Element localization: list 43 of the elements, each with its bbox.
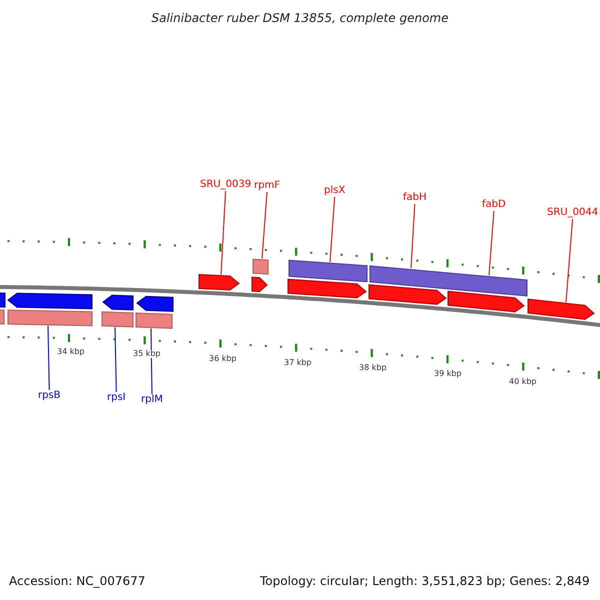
gene-label: SRU_0044 — [547, 208, 598, 218]
scale-label: 39 kbp — [433, 370, 463, 378]
leader-line — [410, 204, 416, 269]
gene-bar — [252, 258, 268, 275]
leader-line — [330, 196, 336, 262]
leader-line — [150, 328, 152, 394]
leader-line — [488, 210, 494, 276]
gene-block — [136, 296, 174, 312]
gene-label: fabH — [403, 193, 427, 203]
leader-line — [48, 325, 50, 390]
leader-line — [114, 326, 117, 392]
leader-line — [262, 192, 268, 260]
gene-label: rpmF — [254, 181, 280, 191]
title: Salinibacter ruber DSM 13855, complete genome — [150, 11, 450, 25]
gene-label: rplM — [141, 395, 163, 405]
gene-block — [102, 294, 134, 310]
genome-summary-text: Topology: circular; Length: 3,551,823 bp; Genes: 2,849 — [260, 575, 590, 587]
leader-line — [220, 190, 226, 276]
gene-block — [288, 278, 367, 298]
gene-bar — [0, 310, 4, 324]
leader-line — [566, 218, 574, 303]
gene-label: rpsB — [38, 391, 61, 401]
gene-bar — [102, 311, 134, 328]
gene-bar — [288, 260, 368, 282]
gene-label: rpsI — [107, 393, 126, 403]
gene-block — [252, 276, 268, 292]
gene-label: SRU_0039 — [200, 180, 252, 190]
gene-label: fabD — [482, 200, 506, 210]
scale-label: 37 kbp — [283, 359, 313, 367]
gene-block — [198, 274, 240, 290]
gene-block — [528, 298, 595, 320]
scale-label: 38 kbp — [358, 364, 388, 372]
gene-bar — [8, 310, 92, 326]
gene-block — [448, 290, 525, 312]
scale-label: 40 kbp — [508, 378, 538, 386]
accession-text: Accession: NC_007677 — [9, 575, 146, 587]
gene-bar — [370, 265, 528, 297]
scale-label: 36 kbp — [208, 355, 238, 363]
scale-label: 34 kbp — [56, 348, 86, 356]
gene-block — [368, 284, 447, 305]
scale-label: 35 kbp — [132, 350, 162, 358]
gene-bar — [136, 312, 172, 329]
gene-label: plsX — [324, 186, 346, 196]
